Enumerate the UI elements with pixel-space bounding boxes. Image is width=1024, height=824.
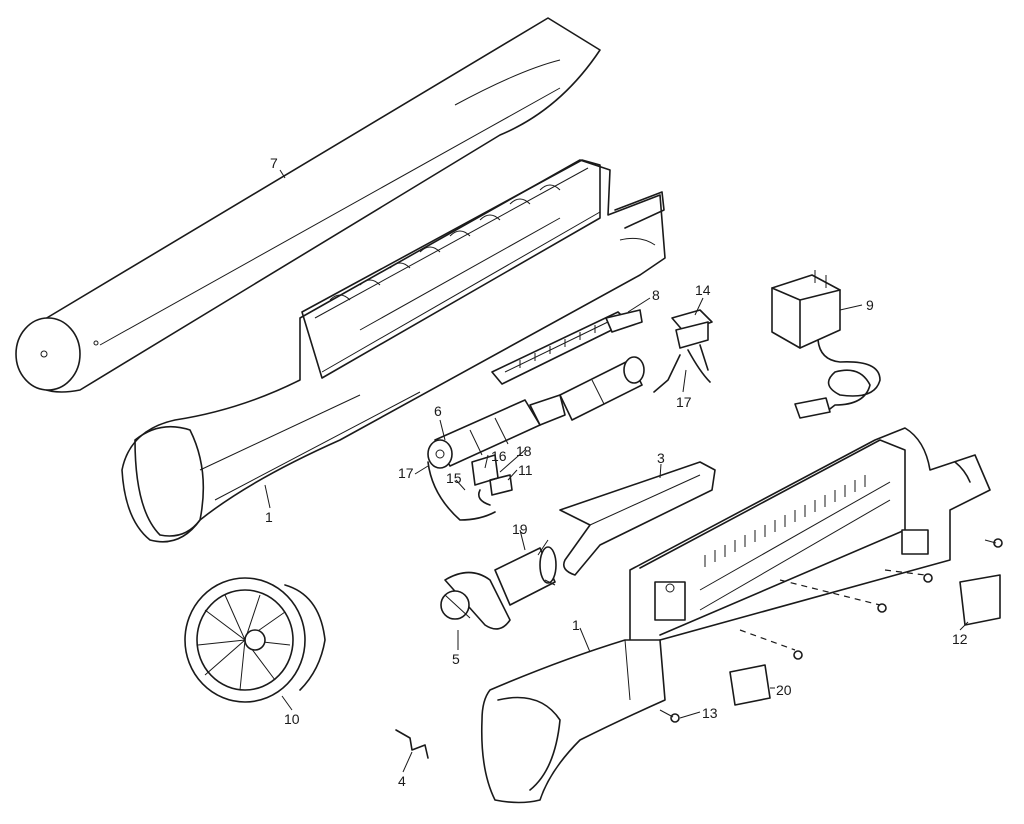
label-1-upper: 1 (265, 509, 273, 525)
label-12: 12 (952, 631, 968, 647)
part-9-power-adapter (771, 270, 881, 419)
label-1-lower: 1 (572, 617, 580, 633)
part-10-impeller-housing (184, 577, 326, 703)
label-19: 19 (512, 521, 528, 537)
part-1-housing-lower (480, 427, 991, 804)
part-4-clip (395, 729, 429, 759)
part-7-cover-tube (15, 17, 601, 393)
part-14-switch (653, 309, 713, 393)
label-16: 16 (491, 448, 507, 464)
part-8-switch-bar (491, 309, 643, 385)
label-10: 10 (284, 711, 300, 727)
label-9: 9 (866, 297, 874, 313)
part-5-fan (440, 571, 511, 630)
label-17-right: 17 (676, 394, 692, 410)
part-1-housing-upper (121, 159, 666, 543)
label-15: 15 (446, 470, 462, 486)
screws (659, 538, 1003, 723)
label-11: 11 (518, 462, 533, 478)
label-4: 4 (398, 773, 406, 789)
label-20: 20 (776, 682, 792, 698)
label-17-left: 17 (398, 465, 414, 481)
label-plates (729, 574, 1001, 706)
leader-lines (264, 169, 969, 773)
label-8: 8 (652, 287, 660, 303)
part-6-battery-pack (427, 356, 645, 469)
label-13: 13 (702, 705, 718, 721)
label-6: 6 (434, 403, 442, 419)
part-3-nozzle (559, 461, 716, 576)
part-19-motor (494, 539, 557, 606)
part-15-16-18-11-contacts (427, 454, 513, 521)
part-number-labels: 7 1 1 3 4 5 6 8 9 10 11 12 13 14 15 16 1… (265, 155, 968, 789)
label-14: 14 (695, 282, 711, 298)
label-3: 3 (657, 450, 665, 466)
label-18: 18 (516, 443, 532, 459)
housing-ribs (329, 184, 561, 301)
label-7: 7 (270, 155, 278, 171)
label-5: 5 (452, 651, 460, 667)
